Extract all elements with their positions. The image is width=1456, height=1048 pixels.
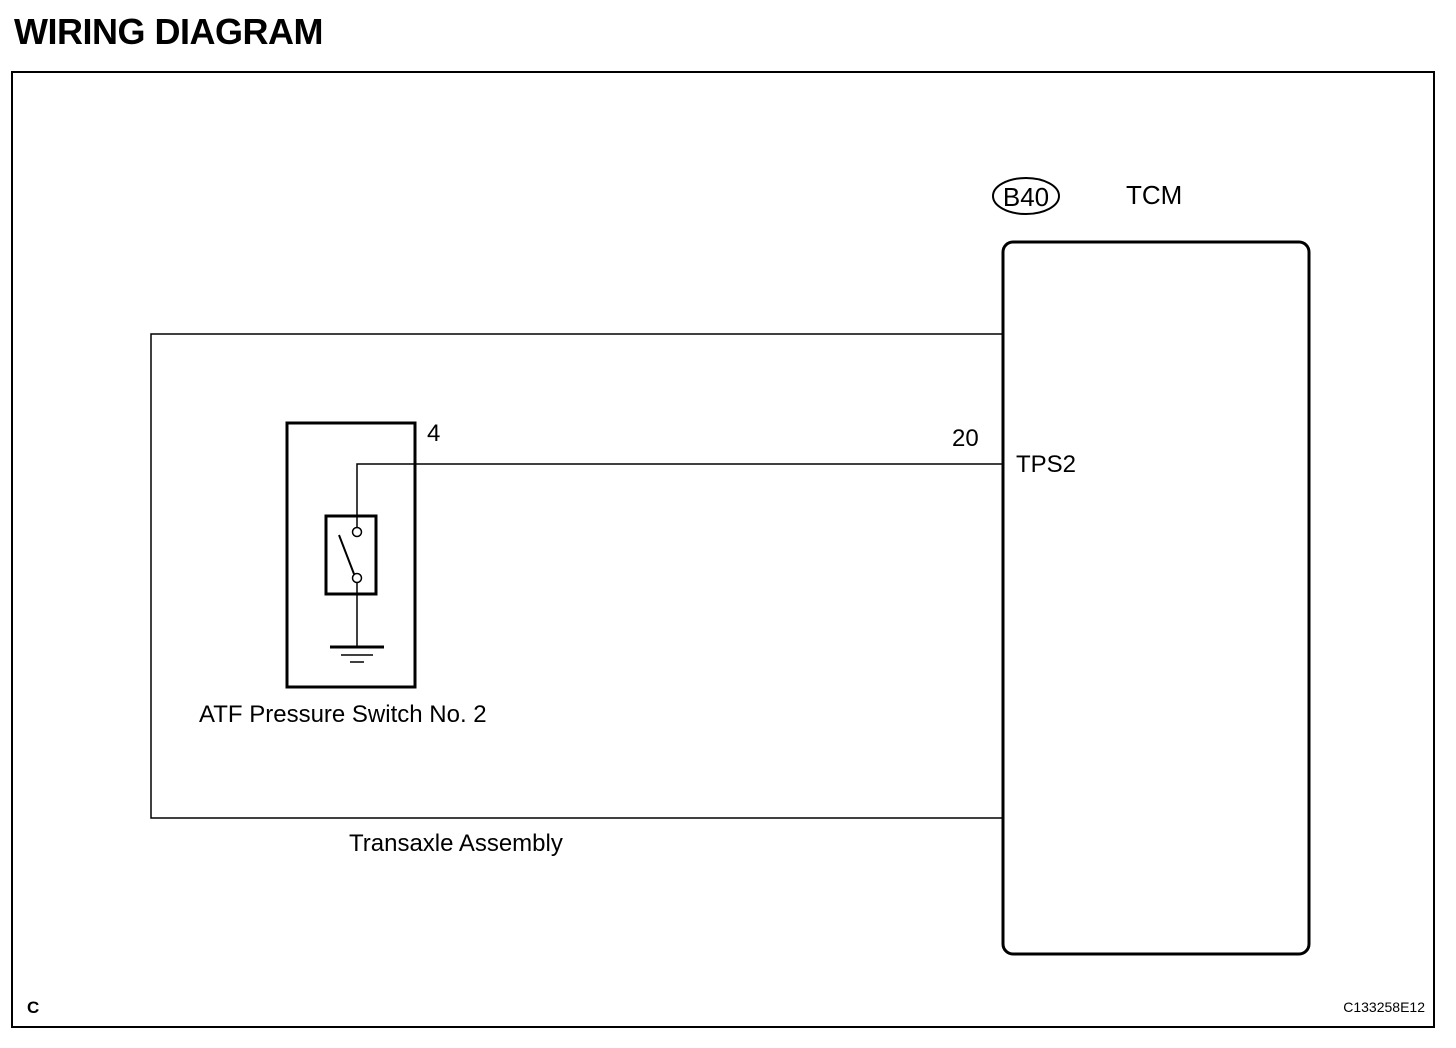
tcm-block <box>1001 240 1311 956</box>
transaxle-assembly-boundary <box>150 333 1003 819</box>
diagram-frame <box>11 71 1435 1028</box>
switch-terminal-number: 4 <box>427 420 440 447</box>
figure-id: C133258E12 <box>1343 999 1425 1015</box>
tcm-terminal-name: TPS2 <box>1016 451 1076 478</box>
page-title: WIRING DIAGRAM <box>14 11 323 52</box>
atf-pressure-switch-housing <box>285 421 417 689</box>
switch-contact-lower <box>351 572 363 584</box>
connector-code-oval <box>992 177 1060 215</box>
switch-element-box <box>324 514 378 596</box>
tcm-label: TCM <box>1126 180 1182 210</box>
switch-contact-upper <box>351 526 363 538</box>
ground-icon <box>330 645 384 663</box>
tcm-terminal-number: 20 <box>952 425 979 452</box>
footer-left-code: C <box>27 998 39 1017</box>
switch-blade <box>338 534 355 575</box>
atf-pressure-switch-label: ATF Pressure Switch No. 2 <box>199 701 487 728</box>
connector-code-label: B40 <box>1003 182 1049 212</box>
transaxle-assembly-label: Transaxle Assembly <box>349 830 563 857</box>
signal-wire <box>356 463 1003 528</box>
